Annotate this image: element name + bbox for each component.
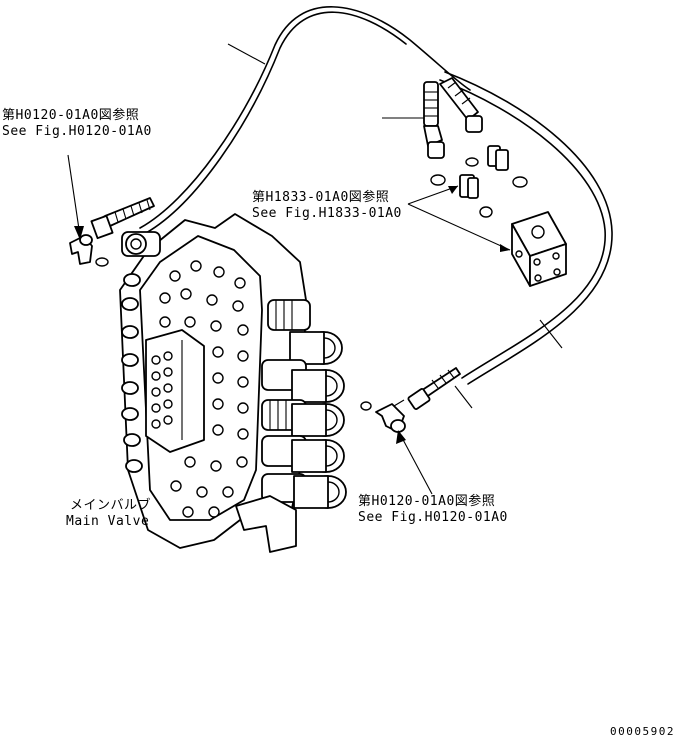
main-valve-label-en: Main Valve (66, 514, 150, 529)
solenoid-3 (261, 399, 345, 437)
hose-fittings-top-right (382, 77, 528, 218)
callout-leader-bottom-right (396, 430, 433, 495)
callout-top-right: 第H1833-01A0図参照 See Fig.H1833-01A0 (252, 190, 402, 222)
valve-foot (235, 495, 297, 553)
callout-leaders-top-right (407, 185, 511, 252)
callout-top-left-en: See Fig.H0120-01A0 (2, 124, 152, 139)
main-valve-label: メインバルブ Main Valve (66, 498, 151, 530)
valve-left-bolts (121, 273, 143, 473)
callout-top-right-jp: 第H1833-01A0図参照 (252, 190, 390, 205)
main-valve-label-jp: メインバルブ (70, 498, 152, 513)
callout-top-left: 第H0120-01A0図参照 See Fig.H0120-01A0 (2, 108, 152, 140)
solenoid-4 (261, 435, 345, 473)
solenoid-2 (261, 359, 345, 403)
callout-top-left-jp: 第H0120-01A0図参照 (2, 108, 140, 123)
solenoid-5 (261, 473, 347, 509)
hose-fitting-left (90, 197, 155, 240)
elbow-fitting-right (360, 367, 473, 433)
hose-line (139, 6, 613, 385)
callout-bottom-right: 第H0120-01A0図参照 See Fig.H0120-01A0 (358, 494, 508, 526)
callout-leader-top-left (67, 154, 84, 240)
valve-top-plug (121, 231, 161, 257)
valve-solenoids (261, 299, 347, 509)
valve-side-plate (145, 329, 205, 453)
valve-holes (159, 260, 249, 518)
callout-top-right-en: See Fig.H1833-01A0 (252, 206, 402, 221)
callout-bottom-right-jp: 第H0120-01A0図参照 (358, 494, 496, 509)
drawing-number: 00005902 (610, 725, 675, 738)
elbow-fitting-left (69, 234, 109, 267)
solenoid-1 (267, 299, 343, 365)
manifold-block (511, 211, 567, 287)
main-valve (119, 213, 307, 549)
callout-bottom-right-en: See Fig.H0120-01A0 (358, 510, 508, 525)
